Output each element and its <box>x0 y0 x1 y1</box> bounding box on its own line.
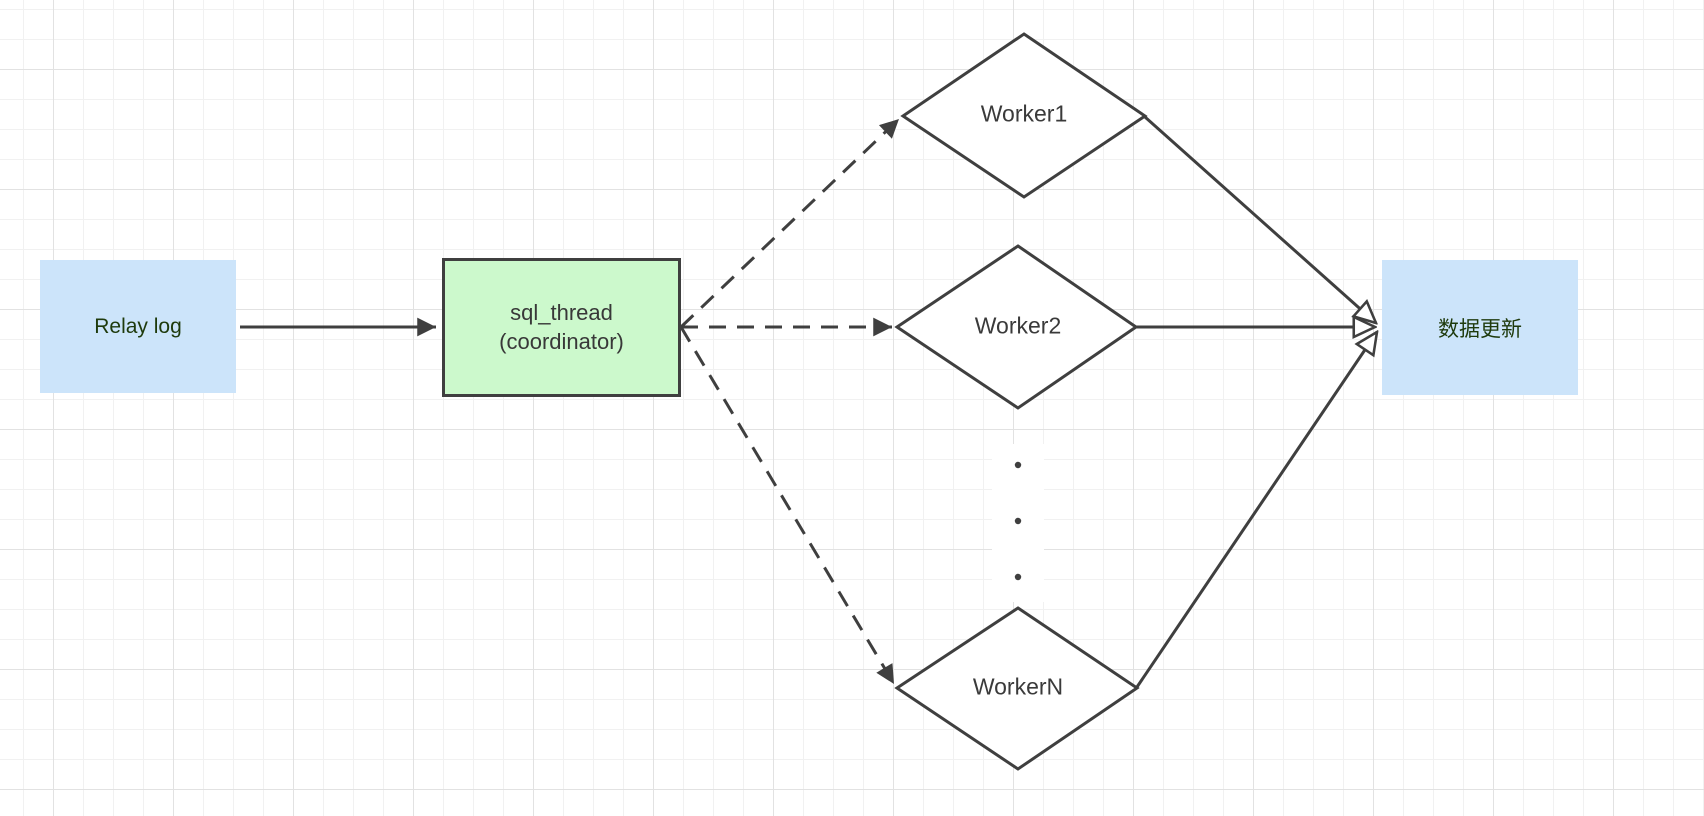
node-worker2[interactable] <box>894 244 1139 410</box>
edge-sql-to-worker1[interactable] <box>679 117 901 329</box>
edge-worker1-to-dataupdate[interactable] <box>1144 115 1376 323</box>
ellipsis-dot <box>1014 461 1022 469</box>
workerN-label: WorkerN <box>972 673 1064 700</box>
sql-thread-label: sql_thread <box>510 299 613 325</box>
relay-log-label: Relay log <box>94 314 182 338</box>
ellipsis-dot <box>1014 517 1022 525</box>
node-workerN[interactable] <box>894 606 1140 771</box>
node-relay-log[interactable]: Relay log <box>40 260 236 393</box>
sql-thread-sublabel: (coordinator) <box>499 328 624 354</box>
node-worker1[interactable] <box>900 32 1148 199</box>
node-sql-thread[interactable]: sql_thread (coordinator) <box>442 258 681 397</box>
worker2-label: Worker2 <box>974 312 1062 339</box>
ellipsis-dot <box>1014 573 1022 581</box>
worker1-label: Worker1 <box>980 100 1068 127</box>
edge-workerN-to-dataupdate[interactable] <box>1135 332 1377 688</box>
edge-sql-to-workerN[interactable] <box>679 326 896 685</box>
node-data-update[interactable]: 数据更新 <box>1382 260 1578 395</box>
data-update-label: 数据更新 <box>1438 317 1522 341</box>
